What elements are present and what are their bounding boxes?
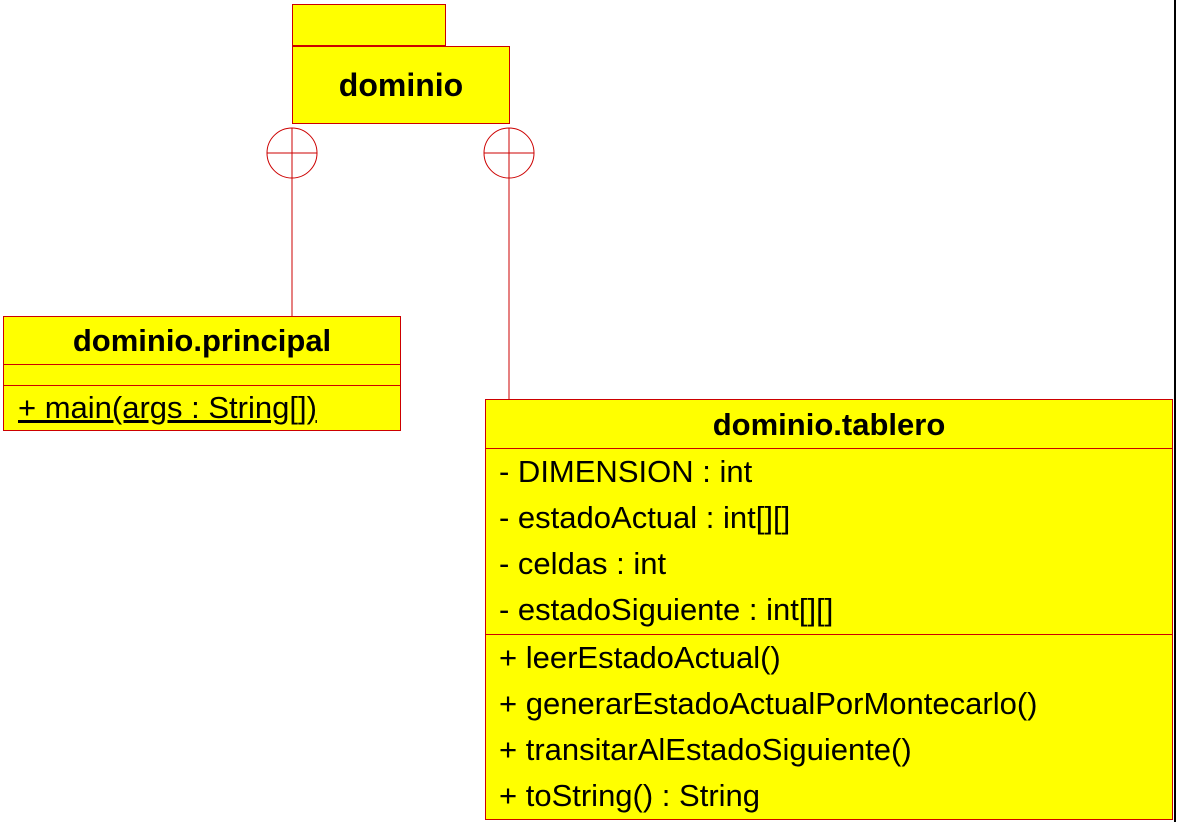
operations-compartment: + leerEstadoActual() + generarEstadoActu… (486, 635, 1172, 819)
attributes-compartment: - DIMENSION : int - estadoActual : int[]… (486, 449, 1172, 635)
package-tab (292, 4, 446, 46)
class-name: dominio.principal (4, 317, 400, 365)
package-dominio[interactable]: dominio (292, 46, 510, 124)
attribute-estado-siguiente: - estadoSiguiente : int[][] (499, 592, 834, 627)
attribute-dimension: - DIMENSION : int (499, 454, 753, 489)
operation-main: + main(args : String[]) (18, 390, 317, 425)
containment-circle-tablero (483, 127, 535, 179)
class-dominio-principal[interactable]: dominio.principal + main(args : String[]… (3, 316, 401, 431)
operation-generar-estado-montecarlo: + generarEstadoActualPorMontecarlo() (499, 686, 1038, 721)
operations-compartment: + main(args : String[]) (4, 386, 400, 430)
class-dominio-tablero[interactable]: dominio.tablero - DIMENSION : int - esta… (485, 399, 1173, 820)
package-name: dominio (338, 66, 464, 103)
operation-transitar-estado-siguiente: + transitarAlEstadoSiguiente() (499, 732, 912, 767)
frame-right-border (1174, 0, 1176, 822)
attribute-estado-actual: - estadoActual : int[][] (499, 500, 791, 535)
attribute-celdas: - celdas : int (499, 546, 667, 581)
attributes-compartment (4, 365, 400, 386)
class-name: dominio.tablero (486, 400, 1172, 449)
containment-circle-principal (266, 127, 318, 179)
operation-leer-estado-actual: + leerEstadoActual() (499, 640, 781, 675)
operation-to-string: + toString() : String (499, 778, 761, 813)
